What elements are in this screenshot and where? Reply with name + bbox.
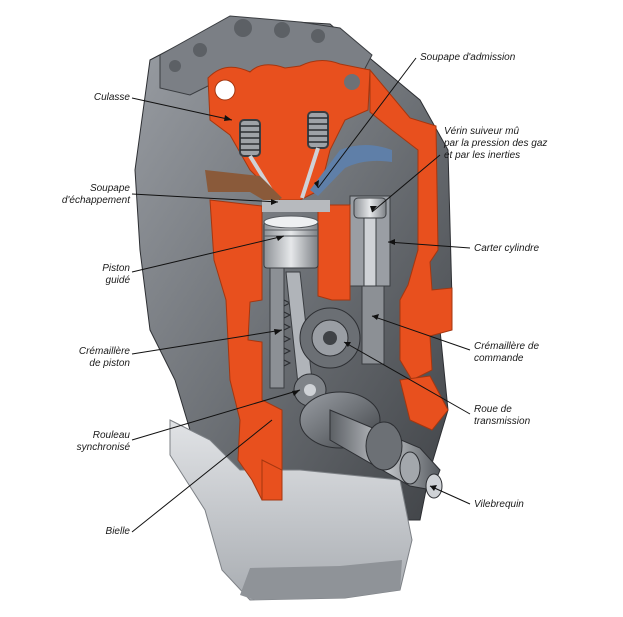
label-soupape-echappement: Soupape d'échappement	[61, 183, 130, 206]
label-verin-suiveur: Vérin suiveur mû par la pression des gaz…	[444, 126, 548, 161]
label-vilebrequin: Vilebrequin	[474, 499, 524, 510]
exhaust-port	[205, 170, 282, 204]
engine-block-body	[134, 17, 453, 521]
crankshaft	[299, 391, 443, 499]
piston	[263, 215, 319, 269]
piston-rack	[269, 267, 285, 389]
head-cutaway	[207, 60, 371, 201]
command-rack	[361, 285, 385, 365]
carter-cylindre-cutaway	[369, 68, 453, 381]
label-soupape-admission: Soupape d'admission	[420, 52, 516, 63]
label-cremaillere-piston: Crémaillère de piston	[78, 346, 130, 369]
leader-lines	[131, 57, 471, 533]
label-roue-transmission: Roue de transmission	[474, 404, 531, 427]
label-bielle: Bielle	[105, 526, 130, 537]
leader-arrowheads	[224, 115, 437, 491]
label-cremaillere-commande: Crémaillère de commande	[474, 341, 540, 364]
label-rouleau-synchronise: Rouleau synchronisé	[76, 430, 130, 453]
label-culasse: Culasse	[93, 92, 130, 103]
label-carter-cylindre: Carter cylindre	[474, 243, 540, 254]
label-piston-guide: Piston guidé	[102, 263, 130, 286]
intake-port	[310, 145, 392, 196]
